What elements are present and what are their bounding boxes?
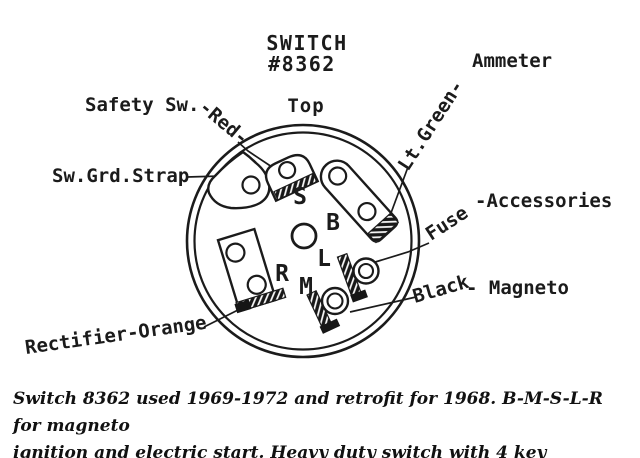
label-ammeter-wire-color: Lt.Green- <box>394 76 469 174</box>
leader-line-black-magneto <box>349 296 417 313</box>
terminal-r-hole-upper <box>225 242 246 263</box>
keyway-hole <box>290 222 318 250</box>
terminal-b-solder-lug <box>367 212 400 244</box>
ground-strap-hole <box>241 175 261 195</box>
terminal-letter-m: M <box>299 274 313 300</box>
leader-line-safety-red <box>237 141 273 168</box>
terminal-r <box>216 227 287 314</box>
caption: Switch 8362 used 1969-1972 and retrofit … <box>13 386 627 458</box>
terminal-letter-r: R <box>275 261 289 287</box>
leader-line-lt-green-ammeter <box>390 166 409 214</box>
label-safety-wire-color: -Red- <box>195 96 253 150</box>
label-magneto-wire-color: Black <box>410 271 472 308</box>
terminal-m-hole <box>326 292 344 310</box>
terminal-letter-s: S <box>293 184 307 210</box>
switch-part-number: #8362 <box>268 52 336 76</box>
switch-title: SWITCH <box>266 31 347 55</box>
terminal-b-hole-upper <box>328 166 348 186</box>
terminal-l-hole <box>357 262 375 280</box>
terminal-letter-l: L <box>317 246 331 272</box>
leader-line-fuse-accessories <box>371 242 430 264</box>
label-ground-strap: Sw.Grd.Strap <box>52 165 189 187</box>
label-rectifier-orange: Rectifier-Orange <box>24 312 208 359</box>
label-safety-switch: Safety Sw. <box>85 94 199 116</box>
terminal-s <box>264 153 320 203</box>
terminal-ground-strap <box>207 150 271 210</box>
label-ammeter: Ammeter <box>472 50 552 72</box>
terminal-b-hole-lower <box>357 201 377 222</box>
terminal-b <box>319 159 400 244</box>
caption-line-2: ignition and electric start. Heavy duty … <box>13 443 547 458</box>
label-magneto: - Magneto <box>466 277 569 299</box>
terminal-s-solder-lug <box>273 172 318 201</box>
terminal-m <box>306 286 350 334</box>
terminal-letter-b: B <box>326 210 340 236</box>
terminal-m-foot <box>319 318 341 334</box>
terminal-s-hole <box>278 160 297 180</box>
switch-body-inner-rim <box>193 131 413 351</box>
label-accessories: -Accessories <box>475 190 612 212</box>
terminal-l-foot <box>350 289 368 303</box>
caption-line-1: Switch 8362 used 1969-1972 and retrofit … <box>13 389 603 436</box>
terminal-r-hole-lower <box>246 274 267 295</box>
terminal-l <box>336 252 380 303</box>
label-accessories-fuse: Fuse <box>422 202 472 245</box>
top-orientation-label: Top <box>287 95 324 117</box>
terminal-r-solder-blob <box>234 299 252 314</box>
